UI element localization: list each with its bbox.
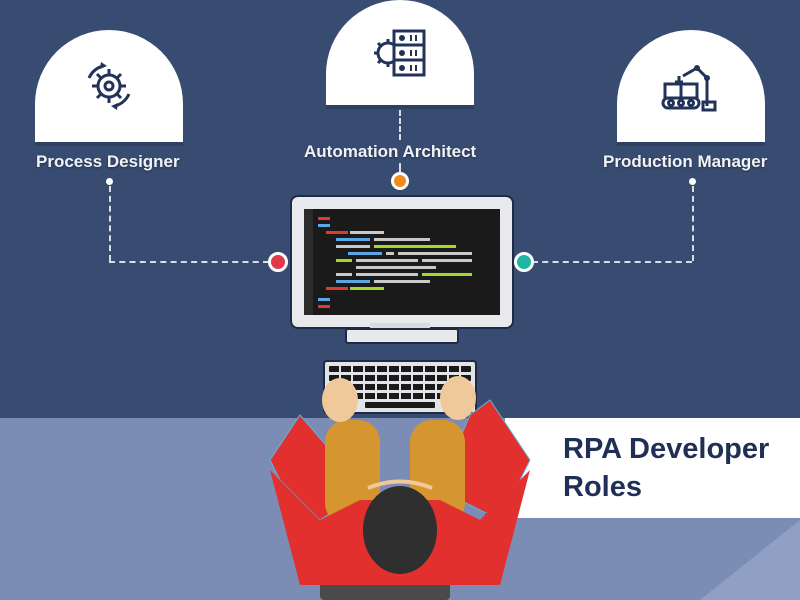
left-hand (322, 378, 358, 422)
code-line (336, 259, 352, 262)
background-shard (700, 520, 800, 600)
code-line (336, 280, 370, 283)
robotic-arm-conveyor-icon (661, 65, 717, 112)
code-line (356, 273, 418, 276)
left-leg (325, 420, 380, 525)
connector-node-production-manager (514, 252, 534, 272)
code-line (374, 238, 430, 241)
code-line (318, 224, 330, 227)
role-label-process-designer: Process Designer (36, 152, 180, 171)
production-manager-dome (617, 30, 765, 142)
code-line (374, 245, 456, 248)
code-line (422, 273, 472, 276)
connector-node-process-designer (268, 252, 288, 272)
line-number-gutter (304, 209, 313, 315)
head (363, 486, 437, 574)
process-designer-dot (106, 178, 113, 185)
title-line-1: RPA Developer (563, 433, 770, 465)
gear-cycle-icon (87, 62, 131, 110)
code-line (356, 266, 436, 269)
code-line (326, 287, 348, 290)
production-manager-dot (689, 178, 696, 185)
connector-node-automation-architect (391, 172, 409, 190)
computer-monitor (290, 195, 514, 329)
connector-line-left-vertical (109, 186, 111, 261)
code-line (326, 231, 348, 234)
code-line (318, 217, 330, 220)
spacebar (365, 402, 435, 408)
code-line (386, 252, 394, 255)
role-label-automation-architect: Automation Architect (304, 142, 477, 161)
code-line (398, 252, 472, 255)
code-line (336, 273, 352, 276)
code-line (318, 298, 330, 301)
key-row (329, 366, 471, 372)
server-gear-icon (374, 29, 426, 76)
page-title: RPA Developer Roles (563, 430, 769, 506)
code-line (348, 252, 382, 255)
connector-line-center-top (399, 110, 401, 140)
code-screen (304, 209, 500, 315)
monitor-neck (370, 323, 430, 331)
code-line (350, 231, 384, 234)
key-row (329, 393, 471, 399)
title-line-2: Roles (563, 471, 642, 503)
connector-line-right-vertical (692, 186, 694, 261)
code-line (336, 245, 370, 248)
code-line (374, 280, 430, 283)
key-row (329, 375, 471, 381)
title-banner (505, 418, 800, 518)
connector-line-left-horizontal (109, 261, 269, 263)
connector-line-right-horizontal (532, 261, 692, 263)
process-designer-dome (35, 30, 183, 142)
role-label-production-manager: Production Manager (603, 152, 768, 171)
code-line (336, 238, 370, 241)
monitor-stand (345, 328, 459, 344)
code-line (356, 259, 418, 262)
right-hand (440, 376, 476, 420)
code-line (350, 287, 384, 290)
key-row (329, 384, 471, 390)
connector-line-center-bottom (399, 163, 401, 173)
code-line (422, 259, 472, 262)
code-line (318, 305, 330, 308)
